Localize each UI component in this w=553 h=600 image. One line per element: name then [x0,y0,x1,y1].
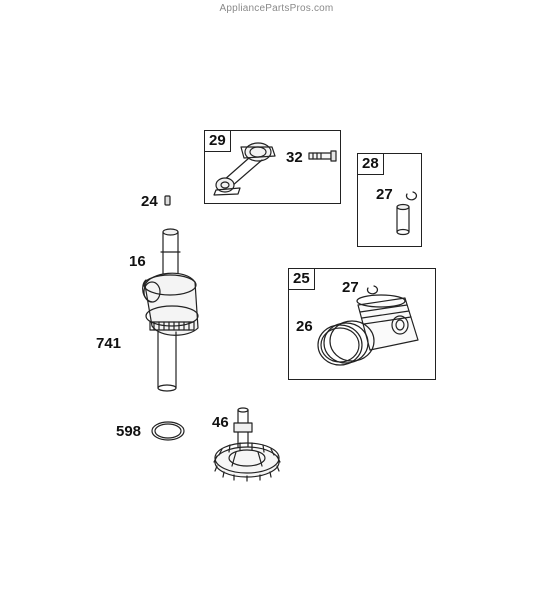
group-box-28[interactable]: 28 [357,153,422,247]
part-label-27-piston[interactable]: 27 [342,279,359,296]
camshaft-gear-icon[interactable] [213,407,281,482]
crankshaft-icon[interactable] [142,228,199,392]
part-label-741[interactable]: 741 [96,335,122,352]
part-label-24[interactable]: 24 [141,193,158,210]
watermark: AppliancePartsPros.com [219,3,334,14]
group-box-29[interactable]: 29 [204,130,341,204]
connecting-rod-icon[interactable] [213,142,276,196]
part-label-16[interactable]: 16 [129,253,146,270]
key-icon[interactable] [164,195,171,206]
group-number-25: 25 [289,269,315,290]
part-label-46[interactable]: 46 [212,414,229,431]
part-label-27-pin[interactable]: 27 [376,186,393,203]
retainer-clip-icon[interactable] [405,191,418,201]
part-label-32[interactable]: 32 [286,149,303,166]
group-number-28: 28 [358,154,384,175]
retainer-clip-icon-2[interactable] [366,285,379,295]
seal-ring-icon[interactable] [151,421,185,441]
piston-rings-icon[interactable] [317,320,375,366]
bolt-icon[interactable] [308,150,337,162]
group-number-29: 29 [205,131,231,152]
group-box-25[interactable]: 25 [288,268,436,380]
piston-pin-icon[interactable] [396,203,410,236]
piston-icon[interactable] [356,294,419,351]
part-label-26[interactable]: 26 [296,318,313,335]
part-label-598[interactable]: 598 [116,423,142,440]
